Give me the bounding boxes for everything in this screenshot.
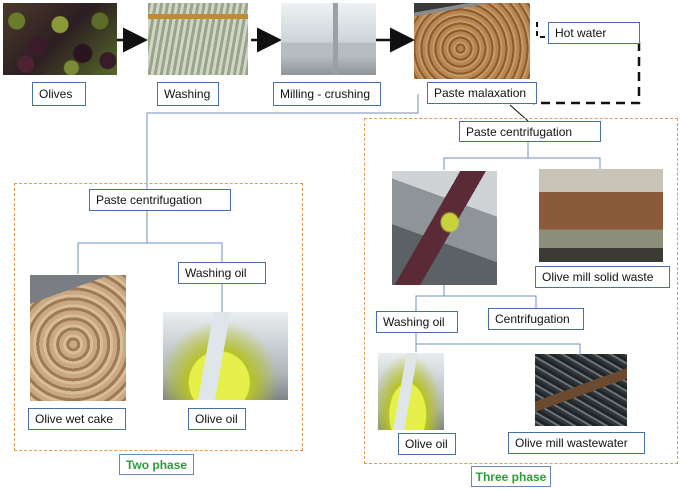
two-phase-box <box>14 183 303 451</box>
two-phase-paste-centrifugation: Paste centrifugation <box>89 189 231 211</box>
hot-water-label: Hot water <box>548 22 640 44</box>
milling-photo <box>281 3 376 75</box>
olive-mill-wastewater-label: Olive mill wastewater <box>508 432 645 454</box>
malaxation-photo <box>414 3 530 79</box>
centrifugation-label: Centrifugation <box>488 308 584 330</box>
washing-label: Washing <box>157 82 219 106</box>
paste-malaxation-label: Paste malaxation <box>427 82 537 104</box>
olives-label: Olives <box>32 82 86 106</box>
washing-photo <box>148 3 248 75</box>
wet-cake-photo <box>30 275 126 401</box>
olives-photo <box>3 3 117 75</box>
olive-wet-cake-label: Olive wet cake <box>28 408 126 430</box>
three-phase-paste-centrifugation: Paste centrifugation <box>459 121 601 142</box>
milling-crushing-label: Milling - crushing <box>273 82 381 106</box>
olive-mill-solid-waste-label: Olive mill solid waste <box>535 266 670 288</box>
three-phase-label: Three phase <box>471 466 551 487</box>
three-phase-olive-oil-label: Olive oil <box>398 433 456 455</box>
two-phase-washing-oil: Washing oil <box>178 262 266 284</box>
wastewater-photo <box>535 354 627 426</box>
two-phase-olive-oil-label: Olive oil <box>188 408 246 430</box>
three-phase-tree <box>415 141 601 354</box>
solid-waste-photo <box>539 169 663 262</box>
line-to-two-phase <box>146 94 419 190</box>
centrifuge-photo <box>392 171 497 285</box>
oil-photo-two-phase <box>163 312 288 400</box>
oil-photo-three-phase <box>378 353 444 430</box>
three-phase-washing-oil: Washing oil <box>376 311 458 333</box>
three-phase-box <box>364 118 678 464</box>
two-phase-tree <box>77 210 223 312</box>
hot-water-line <box>536 22 546 38</box>
hot-water-line-down <box>533 42 641 105</box>
two-phase-label: Two phase <box>119 454 194 475</box>
